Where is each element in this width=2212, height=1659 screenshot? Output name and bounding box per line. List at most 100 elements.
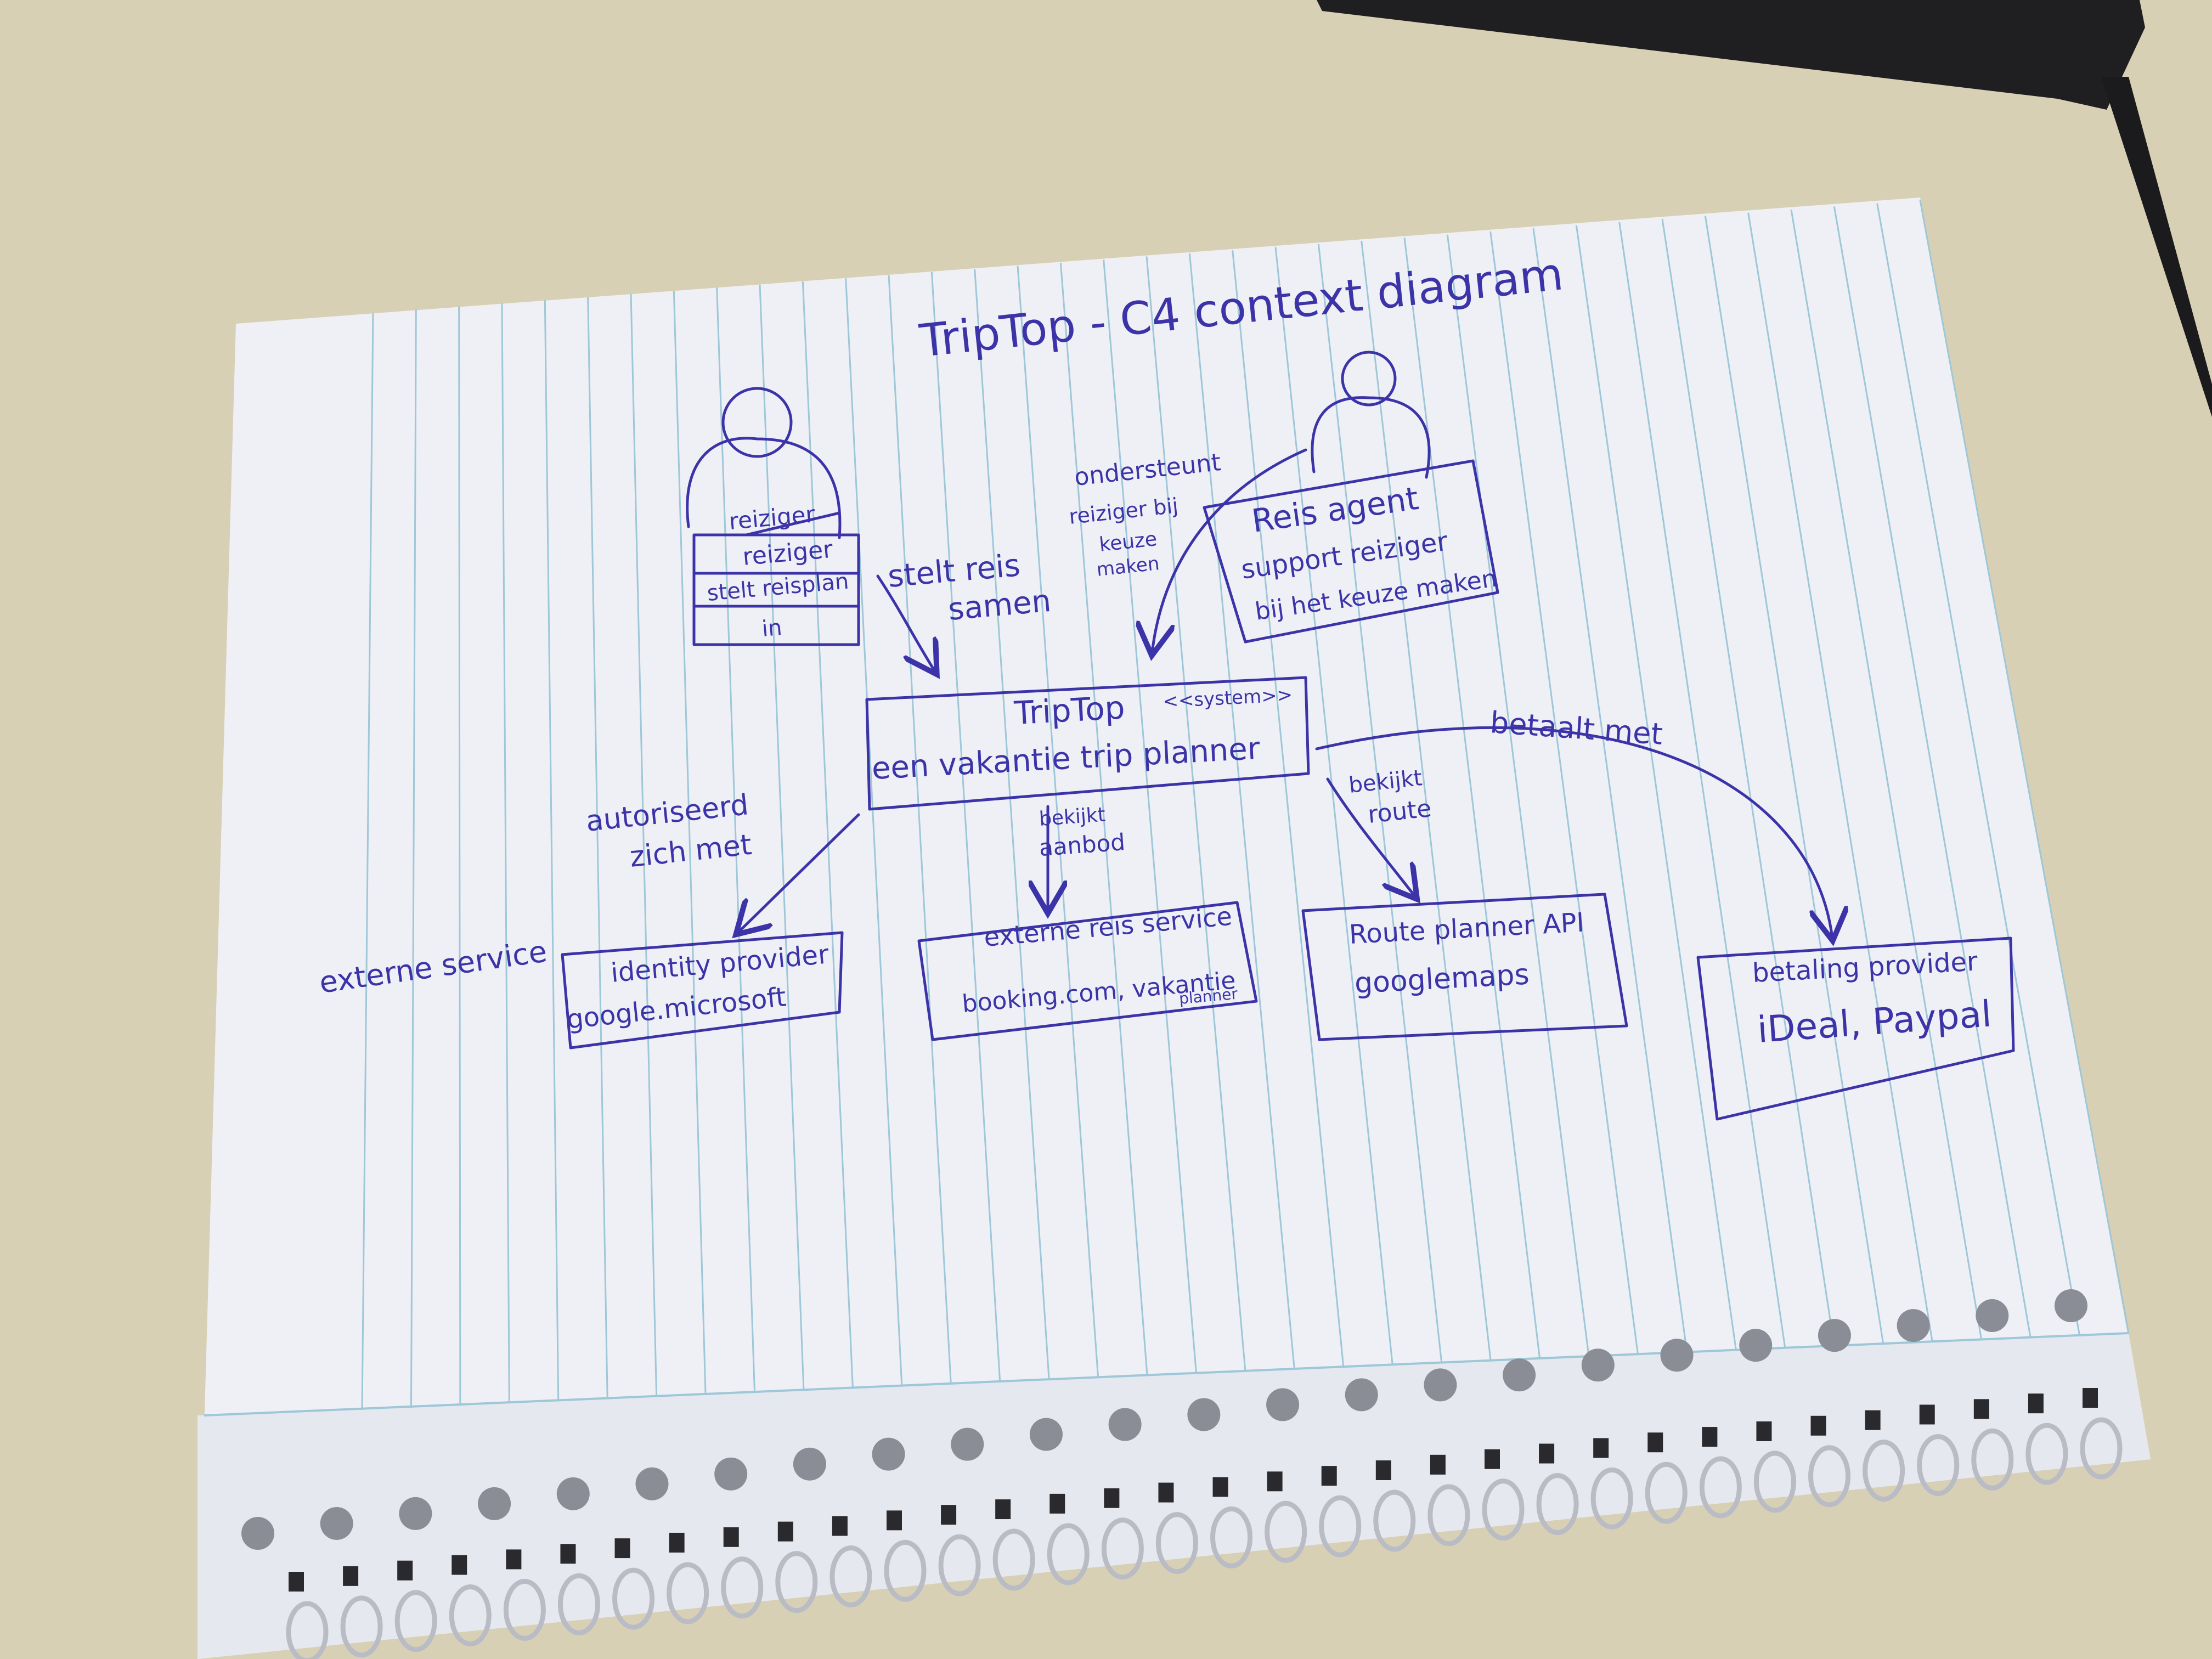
traveler-box: [692, 533, 860, 646]
paper-rule-line: [673, 291, 707, 1395]
spiral-hole: [2083, 1388, 2098, 1408]
spiral-hole: [1267, 1471, 1283, 1492]
spiral-hole: [995, 1499, 1011, 1520]
paper-rule-line: [1103, 259, 1198, 1374]
spiral-ring: [884, 1539, 927, 1602]
arrow-system-identity: [738, 813, 860, 933]
spiral-hole: [452, 1555, 467, 1575]
punch-hole: [320, 1506, 353, 1540]
arrow-traveler-system: [876, 574, 935, 672]
system-box: [865, 676, 1310, 811]
punch-hole: [241, 1517, 274, 1550]
spiral-ring: [830, 1545, 872, 1607]
punch-hole: [556, 1477, 590, 1510]
spiral-ring: [1699, 1456, 1742, 1519]
route-planner-box: [1301, 893, 1628, 1041]
paper-rule-line: [1188, 253, 1295, 1370]
spiral-hole: [1919, 1404, 1935, 1425]
punch-hole: [1266, 1388, 1300, 1421]
paper-rule-line: [410, 309, 417, 1408]
spiral-ring: [2080, 1417, 2123, 1480]
spiral-hole: [506, 1549, 522, 1570]
spiral-ring: [1047, 1523, 1090, 1585]
spiral-ring: [1319, 1495, 1362, 1558]
agent-head-icon: [1341, 351, 1397, 407]
spiral-ring: [1645, 1462, 1688, 1524]
arrow-system-payment: [1315, 726, 1832, 938]
spiral-hole: [1756, 1421, 1772, 1441]
punch-hole: [1660, 1339, 1694, 1372]
paper-rule-line: [1876, 203, 2081, 1336]
paper-rule-line: [1274, 247, 1393, 1365]
spiral-ring: [1808, 1445, 1851, 1508]
laptop-corner: [1317, 0, 2145, 110]
spiral-ring: [1863, 1440, 1905, 1502]
spiral-ring: [1101, 1517, 1144, 1580]
spiral-hole: [1593, 1438, 1609, 1458]
spiral-hole: [1702, 1427, 1718, 1447]
spiral-ring: [775, 1551, 818, 1613]
paper-rule-line: [802, 281, 854, 1389]
spiral-ring: [1210, 1506, 1253, 1568]
paper-rule-line: [630, 294, 658, 1397]
spiral-ring: [286, 1601, 329, 1659]
paper-rule-line: [361, 312, 374, 1410]
paper-sheet: [198, 198, 2151, 1659]
identity-provider-box: [561, 931, 844, 1049]
rel-route-line2: route: [1367, 794, 1433, 829]
rel-booking-line1: bekijkt: [1039, 804, 1106, 831]
paper-rule-line: [1532, 228, 1688, 1353]
spiral-hole: [343, 1566, 359, 1586]
spiral-hole: [1810, 1415, 1826, 1436]
spiral-hole: [1973, 1399, 1989, 1419]
spiral-hole: [397, 1560, 413, 1581]
spiral-ring: [1427, 1484, 1470, 1547]
spiral-ring: [394, 1590, 437, 1652]
paper-rule-line: [458, 306, 461, 1406]
spiral-binding: [286, 1388, 2123, 1659]
paper-rule-line: [1833, 206, 2032, 1338]
paper-rule-line: [1704, 216, 1884, 1344]
spiral-hole: [1321, 1466, 1337, 1486]
paper-rule-line: [544, 300, 560, 1402]
spiral-hole: [1865, 1410, 1881, 1430]
spiral-hole: [723, 1527, 739, 1547]
punch-hole: [478, 1487, 511, 1520]
spiral-hole: [614, 1538, 630, 1559]
punch-hole: [951, 1427, 984, 1461]
paper-rule-line: [587, 297, 608, 1400]
paper-rule-line: [1146, 256, 1246, 1372]
paper-rule-line: [1403, 238, 1541, 1359]
paper-rule-line: [1919, 200, 2130, 1334]
punch-holes: [241, 1289, 2087, 1550]
spiral-ring: [721, 1556, 764, 1619]
spiral-hole: [1647, 1432, 1663, 1453]
spiral-hole: [777, 1521, 793, 1542]
agent-body-icon: [1311, 396, 1431, 479]
spiral-hole: [669, 1532, 685, 1553]
traveler-desc-line2: in: [761, 615, 783, 642]
punch-hole: [1976, 1299, 2009, 1333]
paper-rule-line: [845, 278, 903, 1387]
punch-hole: [399, 1497, 432, 1530]
spiral-hole: [832, 1516, 848, 1536]
punch-hole: [1424, 1368, 1457, 1402]
paper-rule-line: [1790, 209, 1983, 1340]
punch-hole: [714, 1457, 748, 1491]
spiral-ring: [340, 1595, 383, 1658]
spiral-ring: [557, 1573, 600, 1635]
paper-rule-line: [1618, 222, 1786, 1348]
paper-rule-line: [1361, 240, 1492, 1361]
punch-hole: [1581, 1348, 1615, 1382]
paper-rule-line: [1059, 262, 1148, 1376]
laptop-cable: [2101, 77, 2212, 417]
punch-hole: [1187, 1398, 1221, 1431]
spiral-ring: [2025, 1423, 2068, 1485]
spiral-hole: [1158, 1482, 1174, 1503]
paper-rule-line: [1489, 231, 1639, 1355]
spiral-ring: [503, 1578, 546, 1641]
paper-rule-line: [1446, 234, 1590, 1357]
spiral-ring: [667, 1562, 709, 1624]
paper-rule-line: [1575, 225, 1737, 1351]
punch-hole: [1739, 1329, 1773, 1362]
